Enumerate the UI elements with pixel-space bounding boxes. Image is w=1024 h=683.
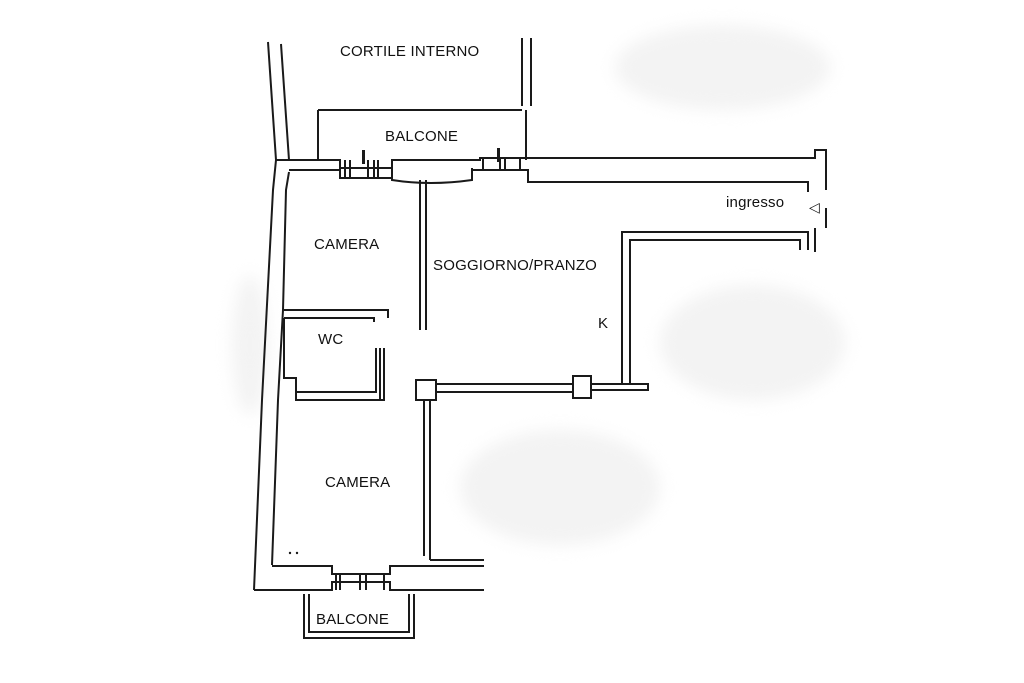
window-bottom	[335, 574, 385, 590]
partition-camera-soggiorno	[419, 180, 427, 330]
entry-arrow-icon: ◁	[809, 199, 820, 215]
corridor-wall	[415, 380, 572, 560]
column-right	[572, 375, 592, 399]
label-wc: WC	[318, 331, 344, 348]
courtyard-wall-right	[521, 38, 532, 106]
label-soggiorno-pranzo: SOGGIORNO/PRANZO	[433, 257, 598, 274]
window-top-right	[482, 158, 521, 170]
window-top-left	[344, 160, 379, 178]
scan-smudge	[615, 25, 830, 110]
label-camera-top: CAMERA	[314, 236, 380, 253]
balcony-top-outline	[317, 109, 527, 160]
scan-smudge	[460, 430, 660, 545]
label-ingresso: ingresso	[726, 194, 785, 211]
exterior-wall-top	[276, 149, 827, 192]
label-balcone-top: BALCONE	[385, 128, 459, 145]
balcony-bottom-outline	[303, 594, 415, 639]
partition-camera-wc	[284, 309, 389, 322]
label-cortile-interno: CORTILE INTERNO	[340, 43, 480, 60]
exterior-wall-bottom	[254, 559, 484, 591]
kitchen-partition	[591, 383, 649, 391]
walls	[253, 38, 827, 639]
exterior-wall-left	[253, 159, 290, 591]
label-kitchen: K	[598, 315, 609, 332]
scan-smudge	[660, 285, 845, 400]
label-balcone-bottom: BALCONE	[316, 611, 390, 628]
wall-fill	[288, 148, 500, 555]
wc-walls	[283, 318, 385, 401]
label-camera-bottom: CAMERA	[325, 474, 391, 491]
entrance-jamb	[814, 208, 827, 252]
kitchen-wall	[621, 231, 809, 384]
courtyard-wall-left	[267, 41, 290, 161]
column-left	[415, 379, 437, 401]
